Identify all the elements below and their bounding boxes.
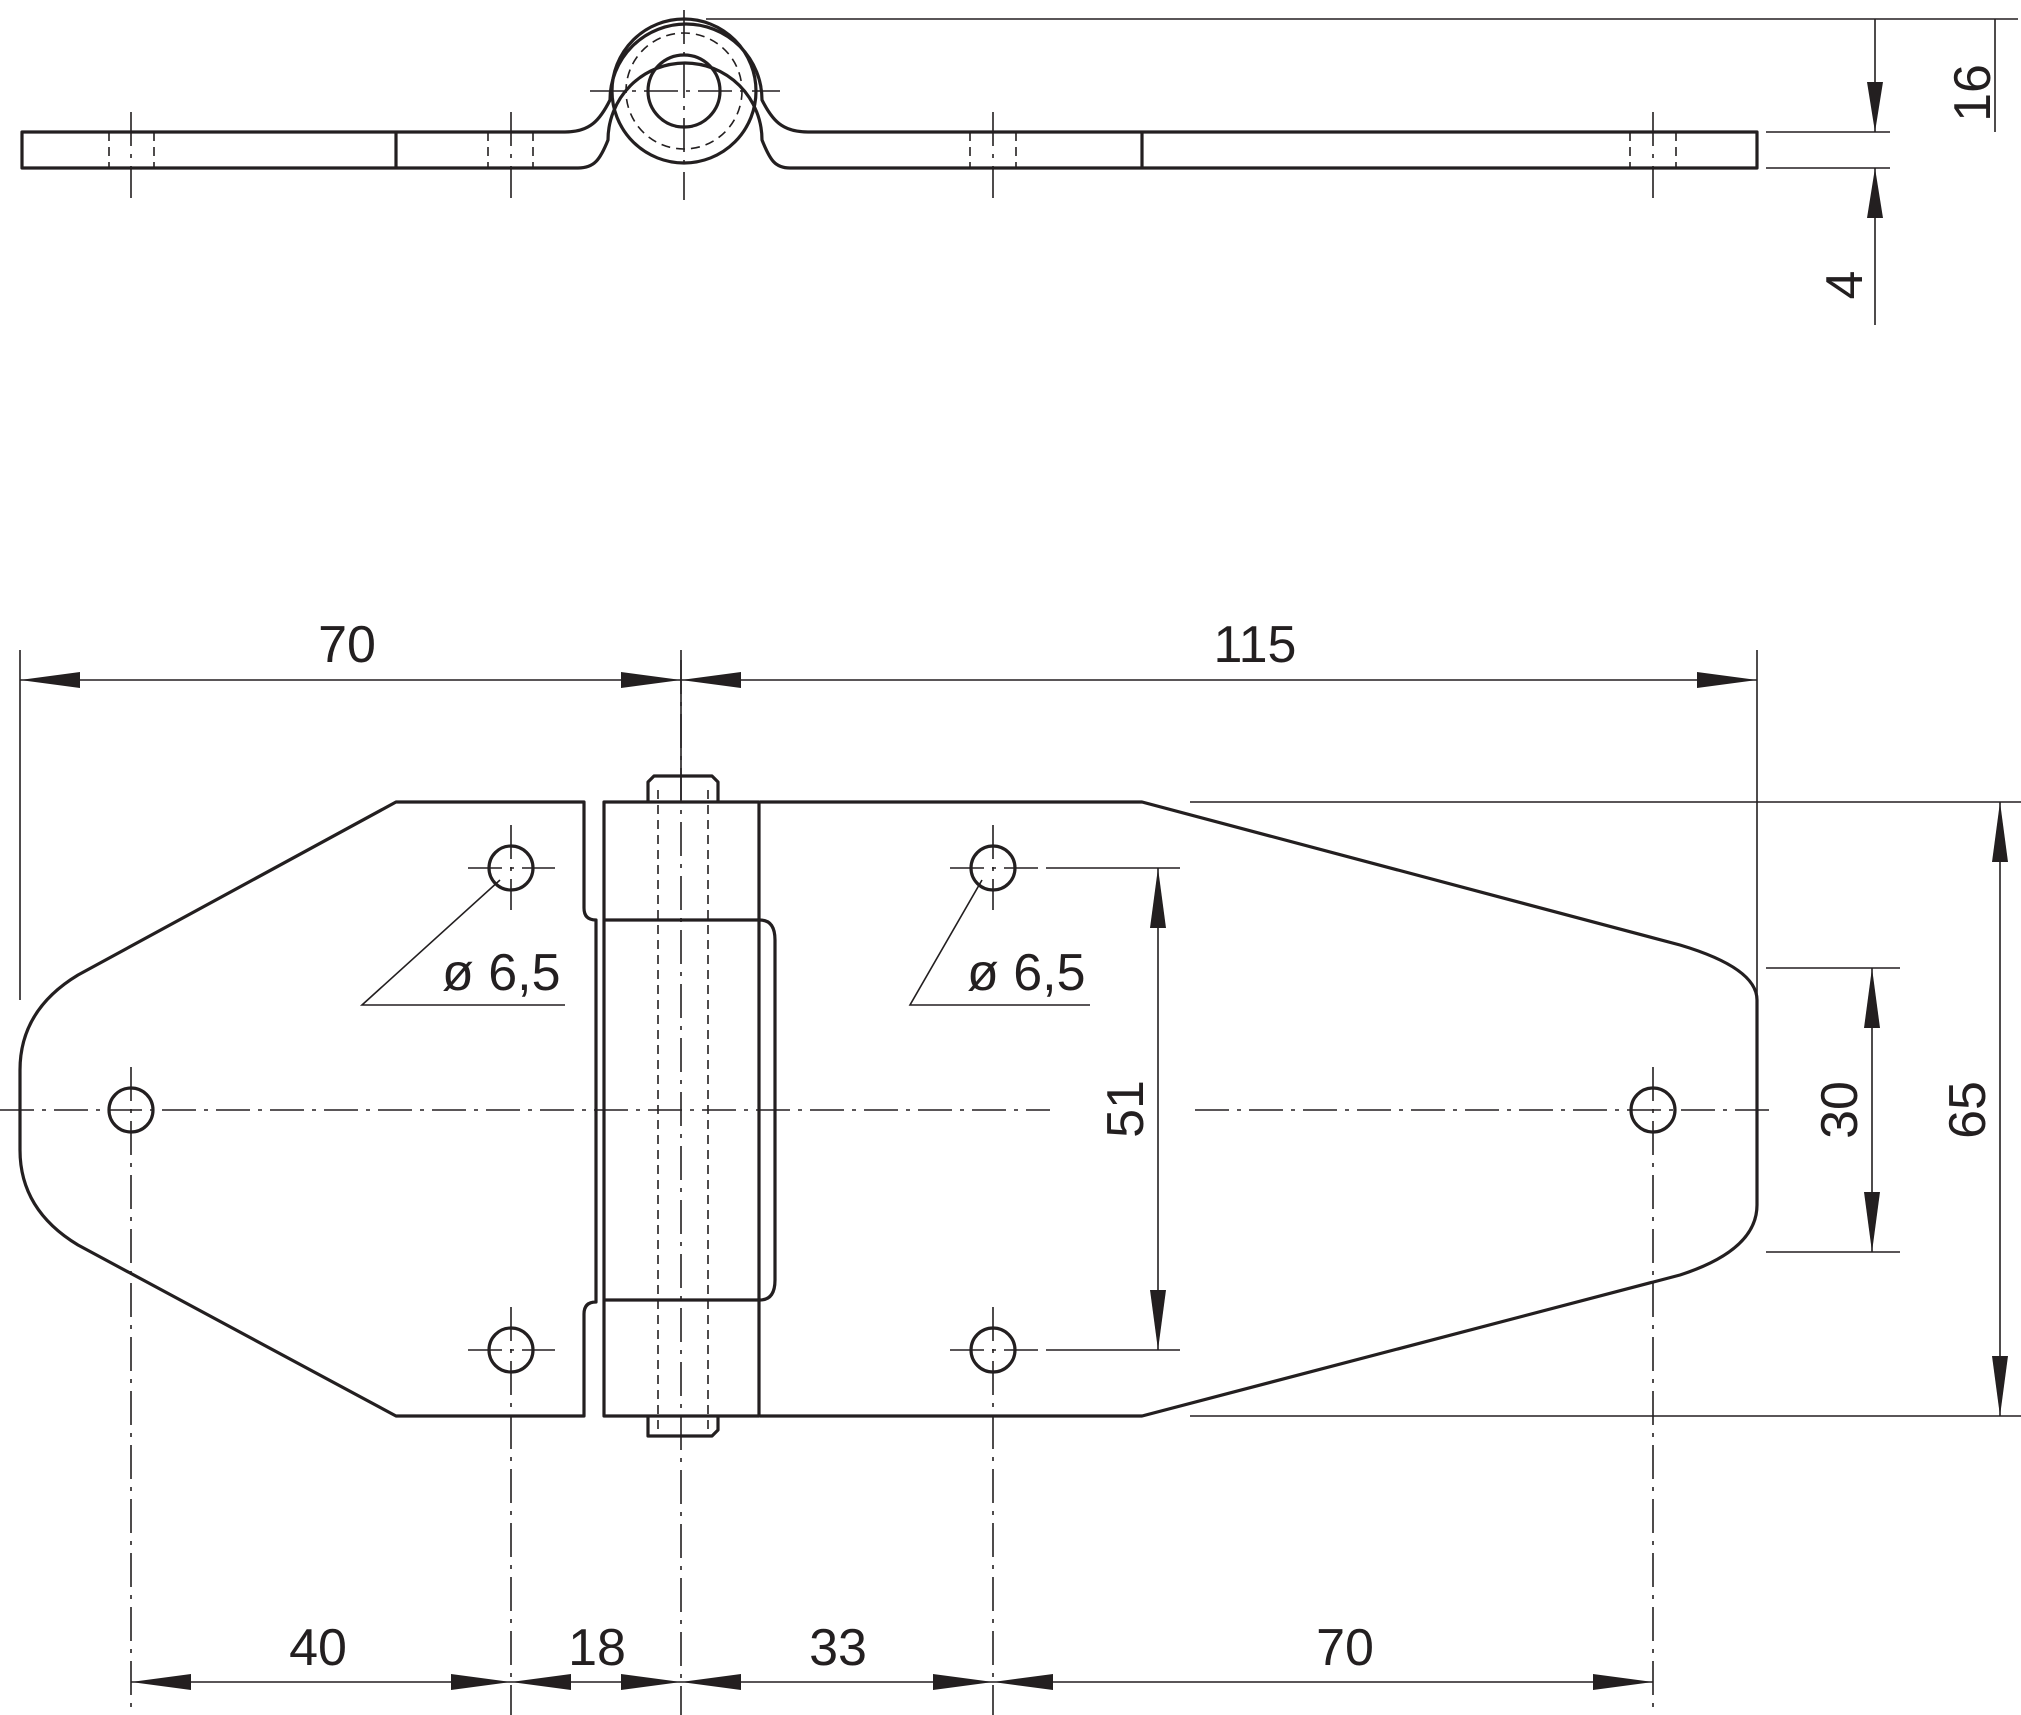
dim-18-arrow-left <box>511 1674 571 1690</box>
knuckle-lip <box>604 918 777 1302</box>
dim-30-label: 30 <box>1811 1081 1869 1139</box>
left-leaf <box>18 800 598 1418</box>
right-leaf <box>760 800 1759 1418</box>
pin-bottom <box>646 1416 720 1438</box>
dim-115-arrow-left <box>681 672 741 688</box>
dim-70b-arrow-left <box>993 1674 1053 1690</box>
front-view: ø 6,5 ø 6,5 70 115 51 30 65 <box>0 616 2021 1715</box>
hole-leader-right <box>908 879 1090 1006</box>
dim-40-label: 40 <box>289 1619 347 1677</box>
dim-70-arrow-left <box>20 672 80 688</box>
dim-65-arrow-top <box>1992 802 2008 862</box>
pin-top <box>646 774 720 802</box>
dim-70-arrow-right <box>621 672 681 688</box>
dim-40-arrow-right <box>451 1674 511 1690</box>
dim-115-arrow-right <box>1697 672 1757 688</box>
hole-leader-left <box>359 879 565 1006</box>
dim-70-top-label: 70 <box>318 616 376 674</box>
dim-30-arrow-top <box>1864 968 1880 1028</box>
dim-65-label: 65 <box>1939 1081 1997 1139</box>
dim-115-label: 115 <box>1214 616 1297 674</box>
hole-label-right: ø 6,5 <box>967 944 1086 1002</box>
dim-30-arrow-bottom <box>1864 1192 1880 1252</box>
dim-16-label: 16 <box>1944 64 2002 122</box>
dim-4-arrow <box>1867 168 1883 218</box>
top-view: 16 4 <box>20 10 2018 325</box>
dim-51-arrow-bottom <box>1150 1290 1166 1350</box>
dim-33-arrow-right <box>933 1674 993 1690</box>
dim-40-arrow-left <box>131 1674 191 1690</box>
top-hole-hidden-lines <box>108 112 1677 198</box>
dim-51-label: 51 <box>1097 1080 1155 1138</box>
dim-70b-arrow-right <box>1593 1674 1653 1690</box>
top-left-leaf <box>20 22 1759 170</box>
dim-70-bottom-label: 70 <box>1316 1619 1374 1677</box>
dim-33-arrow-left <box>681 1674 741 1690</box>
dim-18-arrow-right <box>621 1674 681 1690</box>
dim-65-arrow-bottom <box>1992 1356 2008 1416</box>
dim-33-label: 33 <box>809 1619 867 1677</box>
holes <box>107 825 1677 1715</box>
dim-51-arrow-top <box>1150 868 1166 928</box>
dim-16-arrow <box>1867 82 1883 132</box>
hole-label-left: ø 6,5 <box>442 944 561 1002</box>
dim-4-label: 4 <box>1816 271 1874 300</box>
dim-18-label: 18 <box>568 1619 626 1677</box>
